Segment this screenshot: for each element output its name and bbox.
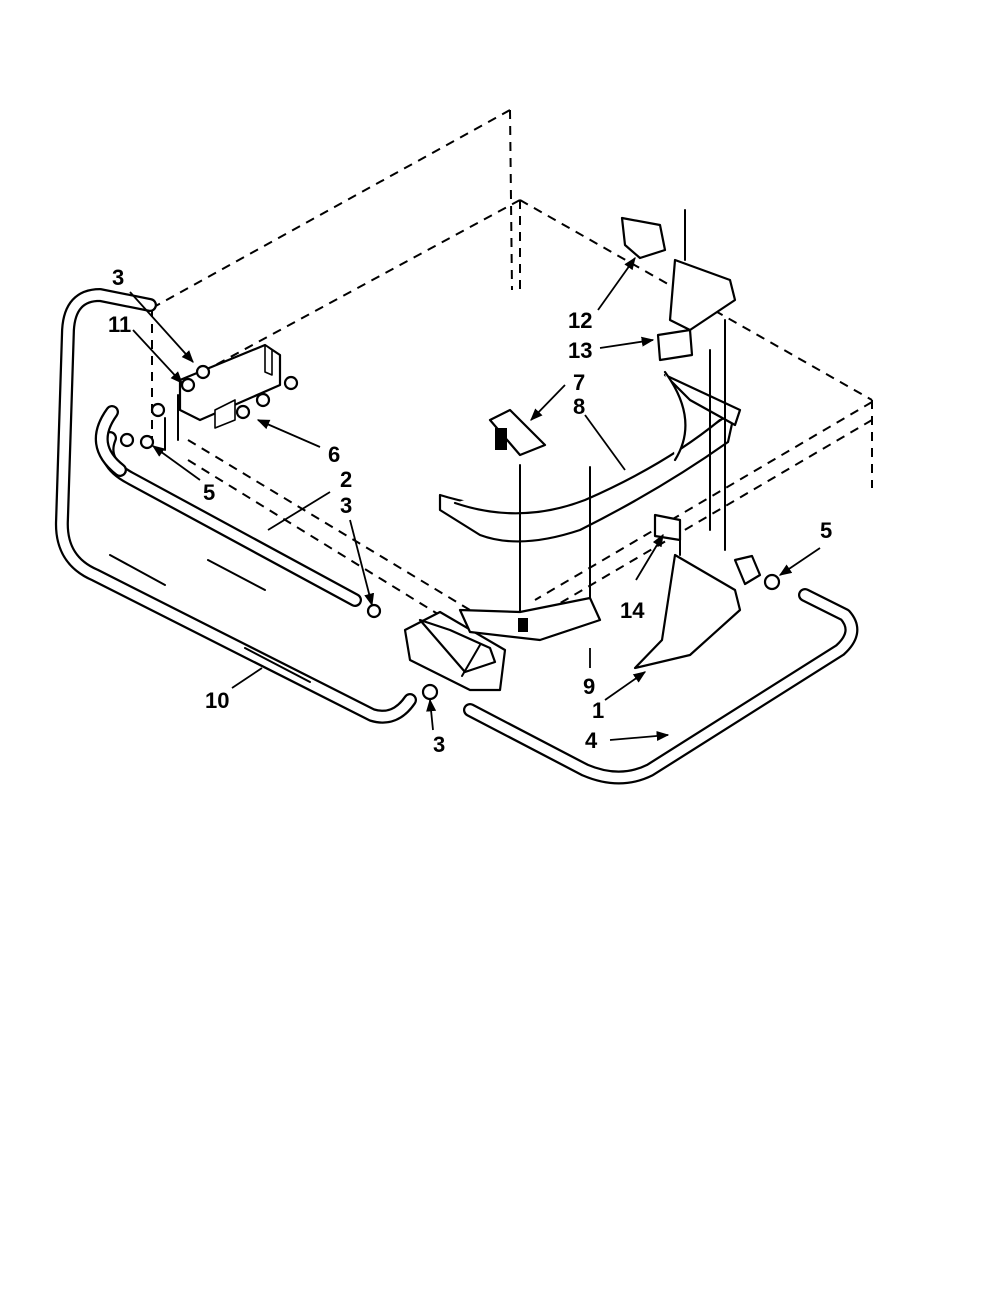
long-tube xyxy=(94,405,362,607)
callout-5-right: 5 xyxy=(820,518,832,543)
callout-12: 12 xyxy=(568,308,592,333)
callout-3-bottom: 3 xyxy=(433,732,445,757)
right-supports xyxy=(620,209,781,670)
callout-2: 2 xyxy=(340,467,352,492)
main-base xyxy=(438,319,742,613)
callout-1: 1 xyxy=(592,698,604,723)
leader-lines xyxy=(129,256,821,741)
callout-9: 9 xyxy=(583,674,595,699)
callout-labels: 1 2 3 3 3 4 5 5 6 7 8 9 10 11 12 13 14 xyxy=(108,265,832,757)
callout-3-top: 3 xyxy=(112,265,124,290)
callout-10: 10 xyxy=(205,688,229,713)
callout-6: 6 xyxy=(328,442,340,467)
callout-3-mid: 3 xyxy=(340,493,352,518)
callout-7: 7 xyxy=(573,370,585,395)
drain-tube xyxy=(54,288,859,785)
callout-5-left: 5 xyxy=(203,480,215,505)
left-manifold xyxy=(119,343,439,701)
callout-8: 8 xyxy=(573,394,585,419)
callout-11: 11 xyxy=(108,312,131,337)
callout-4: 4 xyxy=(585,728,598,753)
cabinet-outline xyxy=(151,109,873,641)
callout-14: 14 xyxy=(620,598,645,623)
callout-13: 13 xyxy=(568,338,592,363)
